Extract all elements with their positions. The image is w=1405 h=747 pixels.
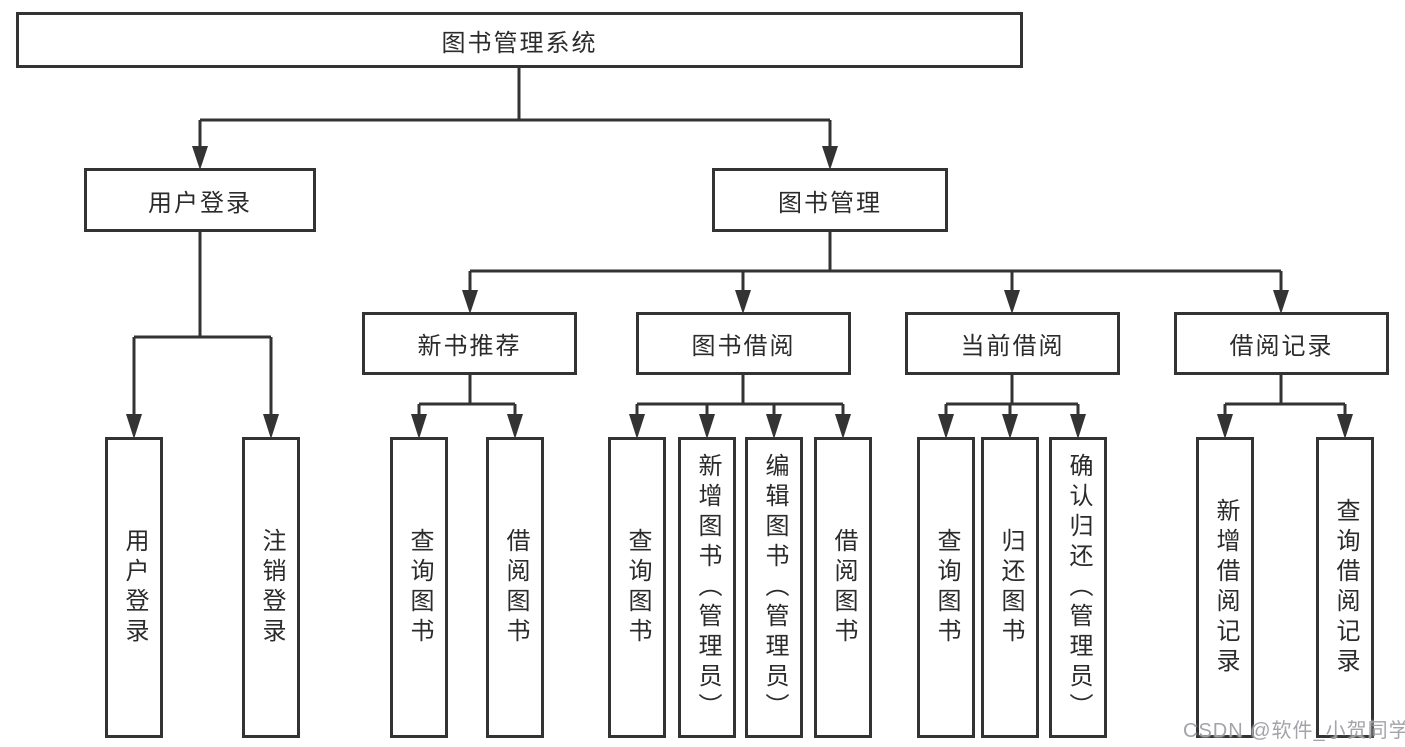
leaf-borrow-borrow-books: 借阅图书	[814, 437, 872, 738]
connector-user-login-children	[132, 232, 273, 414]
leaf-current-query-books: 查询图书	[917, 437, 975, 738]
node-library-management-system: 图书管理系统	[16, 12, 1023, 68]
arrowheads-current-borrow-children	[938, 414, 1086, 439]
arrowheads-book-borrow-children	[629, 414, 851, 439]
csdn-watermark: CSDN @软件_小贺同学	[1183, 720, 1405, 742]
leaf-newbook-borrow-books: 借阅图书	[486, 437, 544, 738]
leaf-current-confirm-return-admin: 确认归还（管理员）	[1049, 437, 1107, 738]
leaf-borrow-edit-books-admin: 编辑图书（管理员）	[745, 437, 803, 738]
connector-root-branches	[198, 68, 832, 146]
node-borrow-records: 借阅记录	[1174, 312, 1389, 375]
arrowheads-borrow-records-children	[1217, 414, 1353, 439]
leaf-newbook-query-books: 查询图书	[390, 437, 448, 738]
node-current-borrow: 当前借阅	[905, 312, 1120, 375]
arrowheads-book-management-children	[462, 290, 1289, 314]
node-book-borrow: 图书借阅	[636, 312, 851, 375]
node-book-management: 图书管理	[712, 168, 948, 232]
connector-borrow-records-children	[1223, 375, 1347, 414]
leaf-logout: 注销登录	[242, 437, 300, 738]
leaf-current-return-books: 归还图书	[981, 437, 1039, 738]
node-new-book-recommend: 新书推荐	[362, 312, 577, 375]
connector-current-borrow-children	[944, 375, 1080, 414]
leaf-borrow-add-books-admin: 新增图书（管理员）	[678, 437, 736, 738]
arrowheads-root-branches	[192, 146, 838, 170]
leaf-borrow-query-books: 查询图书	[608, 437, 666, 738]
leaf-records-add-record: 新增借阅记录	[1196, 437, 1254, 738]
node-user-login: 用户登录	[84, 168, 316, 232]
connector-book-borrow-children	[635, 375, 845, 414]
connector-book-management-children	[468, 232, 1283, 290]
leaf-user-login: 用户登录	[105, 437, 163, 738]
connector-new-book-children	[417, 375, 517, 414]
arrowheads-new-book-children	[411, 414, 523, 439]
arrowheads-user-login-children	[126, 414, 279, 439]
leaf-records-query-record: 查询借阅记录	[1316, 437, 1374, 738]
